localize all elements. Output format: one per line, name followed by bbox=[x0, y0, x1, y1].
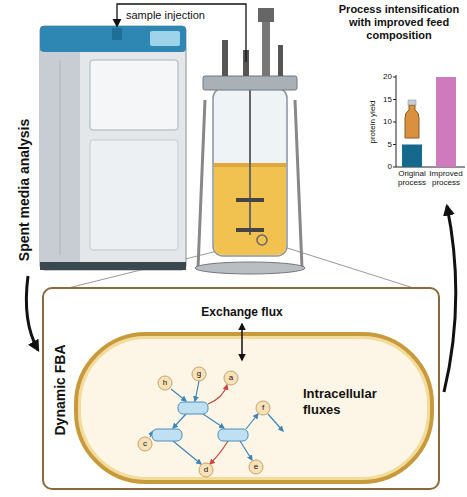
metabolite-circles bbox=[249, 460, 263, 474]
metabolic-network bbox=[78, 336, 430, 480]
dynamic-fba-panel: Dynamic FBA Exchange fluxIntracellular f… bbox=[42, 287, 440, 490]
cell-outline: Exchange fluxIntracellular fluxeshgafcde bbox=[74, 332, 434, 484]
reaction-boxes bbox=[152, 429, 182, 441]
flux-arrows bbox=[203, 414, 224, 428]
flux-arrows bbox=[208, 385, 227, 404]
reaction-boxes bbox=[218, 429, 248, 441]
metabolite-circles bbox=[224, 371, 238, 385]
yield-chart bbox=[436, 77, 456, 167]
metabolite-letter: f bbox=[262, 403, 264, 413]
flux-arrows bbox=[150, 381, 283, 464]
category-label: Original process bbox=[393, 170, 431, 188]
tick-label: 10 bbox=[383, 117, 392, 127]
mass-spectrometer bbox=[90, 60, 178, 130]
mass-spectrometer bbox=[40, 26, 186, 270]
metabolite-letter: a bbox=[229, 373, 233, 383]
mass-spectrometer bbox=[40, 262, 186, 270]
metabolite-circles bbox=[138, 367, 270, 477]
bioreactor bbox=[257, 235, 267, 245]
metabolite-letter: d bbox=[204, 465, 208, 475]
yield-chart bbox=[396, 75, 465, 167]
bioreactor bbox=[222, 40, 228, 76]
axis-label: protein yield bbox=[368, 100, 378, 143]
tick-label: 15 bbox=[383, 95, 392, 105]
metabolite-letter: c bbox=[143, 439, 147, 449]
reaction-boxes bbox=[152, 402, 248, 441]
cycle-arrows bbox=[444, 206, 456, 392]
flux-arrows bbox=[246, 414, 258, 429]
bioreactor bbox=[249, 90, 251, 235]
yield-chart bbox=[393, 77, 396, 167]
flux-arrows bbox=[195, 381, 199, 401]
sample-line bbox=[117, 4, 246, 62]
yield-chart bbox=[405, 105, 419, 138]
section-label: Spent media analysis bbox=[16, 119, 33, 261]
flux-arrows bbox=[240, 441, 252, 460]
mass-spectrometer bbox=[60, 60, 61, 255]
mass-spectrometer bbox=[40, 26, 186, 52]
bioreactor bbox=[236, 200, 264, 230]
bioreactor bbox=[258, 8, 274, 22]
flux-arrows bbox=[171, 389, 186, 401]
yield-chart bbox=[402, 145, 422, 168]
tick-label: 0 bbox=[388, 162, 392, 172]
bioreactor bbox=[213, 88, 287, 256]
chart-title: Process intensification with improved fe… bbox=[333, 3, 465, 42]
intracellular-label: Intracellular fluxes bbox=[303, 386, 415, 417]
bioreactor bbox=[278, 45, 283, 76]
mass-spectrometer bbox=[150, 31, 180, 46]
tick-label: 5 bbox=[388, 140, 392, 150]
flux-arrows bbox=[268, 414, 283, 431]
mass-spectrometer bbox=[40, 52, 80, 262]
metabolite-circles bbox=[138, 437, 152, 451]
bioreactor bbox=[195, 262, 305, 274]
yield-chart bbox=[393, 75, 465, 167]
bioreactor bbox=[203, 76, 297, 90]
metabolite-letter: e bbox=[254, 462, 258, 472]
injection-label: sample injection bbox=[126, 9, 205, 22]
metabolite-circles bbox=[256, 401, 270, 415]
flux-arrows bbox=[210, 441, 228, 464]
sample-line bbox=[117, 4, 246, 62]
reaction-boxes bbox=[178, 402, 208, 414]
metabolite-circles bbox=[199, 463, 213, 477]
flux-arrows bbox=[173, 441, 201, 464]
flux-arrows bbox=[173, 414, 186, 428]
panel-title: Dynamic FBA bbox=[52, 344, 69, 435]
bioreactor bbox=[262, 22, 270, 76]
metabolite-circles bbox=[192, 367, 206, 381]
mass-spectrometer bbox=[112, 28, 122, 40]
yield-chart bbox=[408, 100, 416, 105]
exchange-arrow bbox=[241, 324, 243, 360]
exchange-flux-label: Exchange flux bbox=[201, 305, 282, 319]
metabolite-letter: h bbox=[163, 378, 167, 388]
metabolite-circles bbox=[158, 376, 172, 390]
mass-spectrometer bbox=[40, 26, 186, 270]
bioreactor bbox=[195, 8, 305, 274]
mass-spectrometer bbox=[90, 140, 178, 250]
category-label: Improved process bbox=[427, 170, 465, 188]
metabolite-letter: g bbox=[197, 369, 201, 379]
tick-label: 20 bbox=[383, 72, 392, 82]
cycle-arrows bbox=[26, 276, 38, 350]
